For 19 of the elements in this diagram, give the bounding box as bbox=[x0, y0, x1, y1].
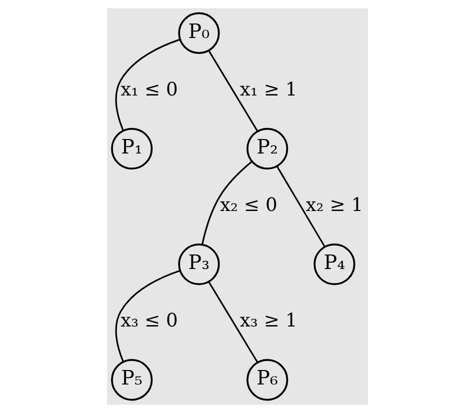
connector bbox=[200, 161, 252, 245]
connector bbox=[276, 166, 326, 248]
connector bbox=[208, 50, 258, 132]
node-circle: P₆ bbox=[246, 359, 288, 401]
edge-label: x₃ ≥ 1 bbox=[239, 310, 297, 332]
edge-label: x₁ ≤ 0 bbox=[120, 79, 178, 100]
connector bbox=[114, 38, 180, 131]
edge-label: x₂ ≥ 1 bbox=[305, 194, 363, 216]
connector bbox=[114, 270, 180, 362]
node-circle: P₀ bbox=[178, 12, 220, 54]
node-circle: P₁ bbox=[110, 128, 152, 170]
edge-label: x₁ ≥ 1 bbox=[239, 79, 297, 100]
connector bbox=[208, 281, 258, 363]
node-circle: P₄ bbox=[313, 243, 355, 286]
edge-label: x₂ ≤ 0 bbox=[220, 194, 277, 216]
edge-label: x₃ ≤ 0 bbox=[120, 310, 178, 332]
node-circle: P₃ bbox=[178, 243, 220, 286]
node-circle: P₅ bbox=[110, 359, 152, 401]
node-circle: P₂ bbox=[246, 128, 288, 170]
